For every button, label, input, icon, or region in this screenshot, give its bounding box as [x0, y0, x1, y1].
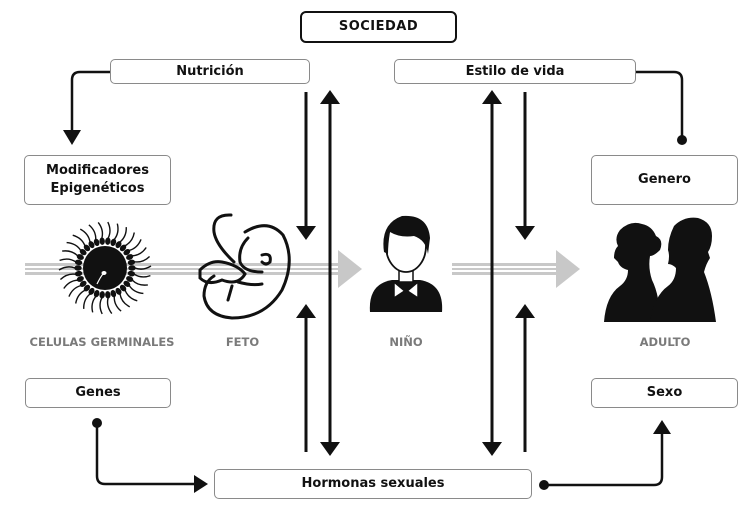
sperm-tail — [91, 296, 97, 313]
lifestyle-to-gender-connector — [636, 70, 684, 137]
sperm-tail — [113, 223, 119, 240]
sperm-tail — [119, 227, 127, 243]
sperm-head — [126, 276, 134, 282]
connector-dot — [677, 135, 687, 145]
sperm-head — [110, 290, 117, 298]
arrow-down-to-hormones — [320, 442, 340, 456]
sperm-head — [74, 270, 83, 277]
sperm-tail — [72, 234, 86, 246]
sperm-tail — [113, 296, 122, 312]
sperm-head — [74, 259, 83, 266]
sperm-head — [93, 238, 100, 246]
sperm-tail — [119, 293, 131, 308]
sperm-head — [119, 284, 127, 292]
sperm-tail — [131, 279, 148, 286]
sperm-head — [93, 290, 100, 298]
sex-hormones-box: Hormonas sexuales — [214, 469, 532, 499]
sperm-head — [83, 244, 91, 252]
sperm-head — [123, 249, 131, 256]
sperm-head — [99, 291, 105, 299]
sperm-tail — [134, 265, 152, 270]
sperm-tail — [99, 297, 103, 315]
sperm-head — [127, 270, 136, 277]
sex-box: Sexo — [591, 378, 738, 408]
arrow-down-nutrition-feto — [296, 226, 316, 240]
stage-label-adult: ADULTO — [639, 335, 691, 349]
sperm-head — [79, 249, 87, 256]
sperm-tail — [66, 241, 82, 251]
sperm-head — [115, 241, 122, 249]
sperm-tail — [63, 279, 78, 289]
flow-arrow-2 — [452, 250, 580, 288]
sperm-head — [110, 238, 117, 246]
sperm-tail — [79, 228, 91, 243]
sperm-tail — [58, 266, 76, 271]
gender-box: Genero — [591, 155, 738, 205]
hormones-to-sex-connector — [544, 432, 664, 487]
sperm-head — [105, 291, 111, 299]
sperm-head — [74, 265, 82, 271]
stage-label-germ-cells: CELULAS GERMINALES — [29, 335, 175, 349]
fetus-icon — [198, 213, 291, 320]
arrow-up-to-lifestyle — [482, 90, 502, 104]
society-box: SOCIEDAD — [300, 11, 457, 43]
sperm-tail — [133, 273, 151, 278]
genes-to-hormones-connector — [95, 423, 196, 486]
sperm-head — [76, 276, 84, 282]
sperm-head — [127, 259, 136, 266]
arrowhead — [63, 130, 81, 145]
lifestyle-box: Estilo de vida — [394, 59, 636, 84]
sperm-tail — [124, 290, 138, 302]
adult-couple-icon — [604, 217, 716, 322]
arrow-up-hormones-feto — [296, 304, 316, 318]
sperm-tail — [129, 239, 142, 252]
sperm-head — [128, 265, 136, 271]
sperm-tail — [59, 258, 77, 263]
nutrition-to-epigenetic-connector — [70, 70, 110, 132]
nutrition-box: Nutrición — [110, 59, 310, 84]
arrowhead — [653, 420, 671, 434]
sperm-tail — [106, 297, 113, 314]
genes-box: Genes — [25, 378, 171, 408]
sperm-tail — [107, 221, 111, 239]
sperm-tail — [132, 247, 147, 257]
epigenetic-modifiers-box: Modificadores Epigenéticos — [24, 155, 171, 205]
sperm-tail — [124, 232, 135, 247]
arrow-down-lifestyle-nino — [515, 226, 535, 240]
sperm-head — [105, 237, 111, 245]
flow-arrow-1 — [25, 250, 362, 288]
sperm-head — [79, 280, 87, 287]
sperm-head — [88, 241, 95, 249]
sperm-head — [123, 280, 131, 287]
germ-cells-icon — [58, 221, 152, 315]
arrow-down-to-hormones-2 — [482, 442, 502, 456]
sperm-tail — [88, 224, 97, 240]
sperm-head — [99, 237, 105, 245]
arrow-up-hormones-nino — [515, 304, 535, 318]
stage-label-fetus: FETO — [225, 335, 260, 349]
sperm-tail — [83, 293, 91, 309]
sperm-head — [126, 254, 134, 260]
sperm-tail — [75, 289, 86, 304]
arrowhead — [194, 475, 208, 493]
sperm-tail — [59, 273, 76, 281]
stage-label-child: NIÑO — [389, 335, 423, 349]
sperm-tail — [68, 284, 81, 297]
arrow-up-to-nutrition — [320, 90, 340, 104]
sperm-tail — [62, 250, 79, 257]
sperm-tail — [128, 285, 144, 295]
sperm-tail — [134, 255, 151, 263]
child-icon — [369, 215, 443, 312]
sperm-tail — [97, 222, 104, 239]
